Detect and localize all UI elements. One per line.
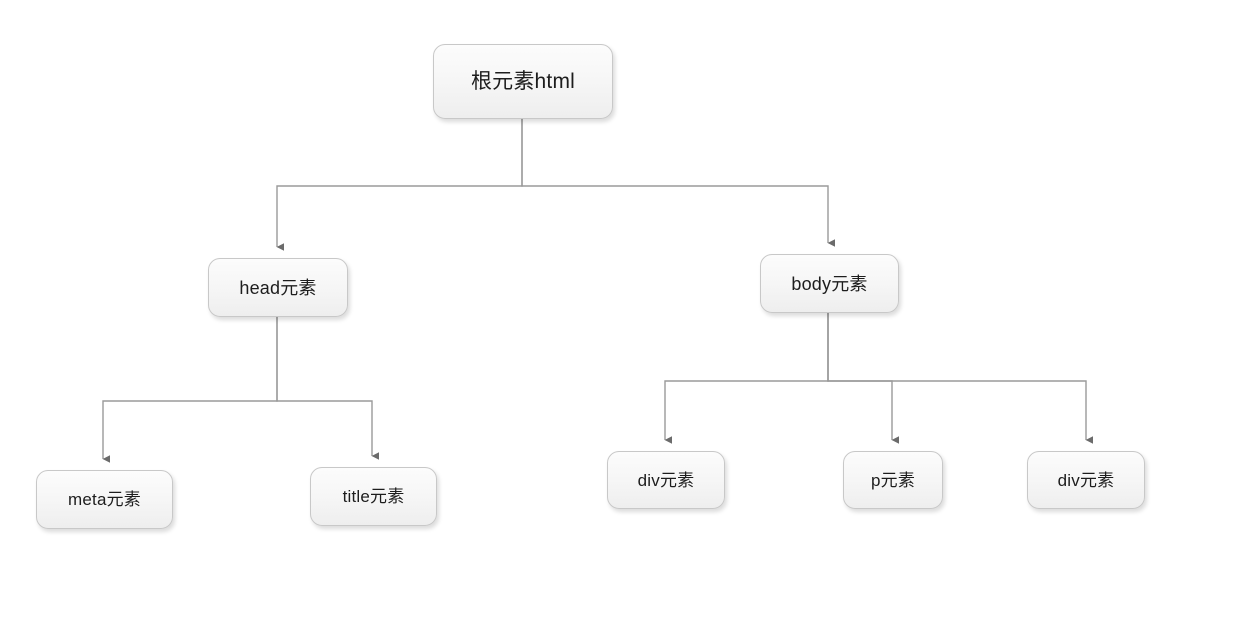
node-root-label: 根元素html — [470, 70, 576, 93]
edge-root-to-head — [276, 119, 523, 251]
node-p-label: p元素 — [870, 470, 916, 490]
node-title[interactable]: title元素 — [310, 467, 437, 526]
node-body[interactable]: body元素 — [760, 254, 899, 313]
node-div-second[interactable]: div元素 — [1027, 451, 1145, 509]
edge-body-to-div2 — [827, 313, 1094, 444]
edge-head-to-meta — [102, 317, 278, 463]
node-head-label: head元素 — [239, 277, 317, 298]
edge-root-to-body — [521, 119, 836, 247]
node-meta[interactable]: meta元素 — [36, 470, 173, 529]
node-div-first-label: div元素 — [637, 470, 695, 490]
edge-head-to-title — [276, 317, 380, 460]
node-body-label: body元素 — [791, 273, 868, 294]
node-div-second-label: div元素 — [1057, 470, 1115, 490]
node-root[interactable]: 根元素html — [433, 44, 613, 119]
node-p[interactable]: p元素 — [843, 451, 943, 509]
edge-body-to-div1 — [664, 313, 829, 444]
node-title-label: title元素 — [342, 487, 405, 506]
edge-body-to-p — [827, 313, 900, 444]
node-head[interactable]: head元素 — [208, 258, 348, 317]
node-meta-label: meta元素 — [68, 490, 141, 509]
node-div-first[interactable]: div元素 — [607, 451, 725, 509]
